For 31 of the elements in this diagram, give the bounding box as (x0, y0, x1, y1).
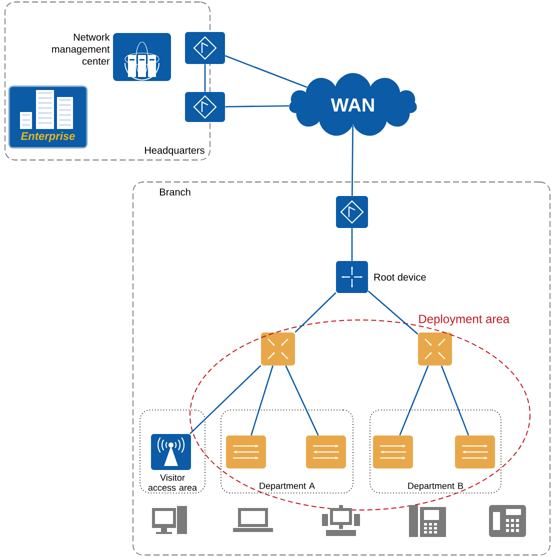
switch-icon (455, 436, 495, 468)
area-label: Deployment area (419, 314, 510, 326)
region-label: Visitor access area (148, 474, 197, 491)
connection-line (189, 365, 262, 434)
switch-icon (226, 436, 266, 468)
node-label: Network management center (52, 33, 110, 65)
router-icon (185, 32, 225, 64)
connection-line (399, 365, 429, 436)
connection-line (294, 292, 336, 333)
router-icon (336, 196, 368, 228)
region-label: Department A (260, 482, 315, 491)
connection-line (440, 365, 470, 436)
device-label: Root device (374, 273, 426, 281)
connection-line (351, 228, 353, 261)
access-point-icon (151, 434, 191, 470)
region-label: Headquarters (145, 146, 204, 156)
connection-line (352, 125, 354, 196)
connection-line (225, 105, 289, 108)
region-label: Branch (160, 188, 190, 196)
aggregation-switch-icon (261, 332, 295, 366)
connection-line (285, 365, 319, 436)
aggregation-switch-icon (418, 332, 452, 366)
connection-line (204, 64, 206, 92)
router-icon (185, 92, 225, 122)
connection-line (250, 366, 274, 436)
switch-icon (373, 436, 413, 468)
connection-line (368, 290, 418, 335)
region-label: Department B (408, 482, 464, 491)
switch-icon (306, 436, 346, 468)
cloud: WAN (289, 73, 417, 136)
connection-line (224, 55, 308, 88)
